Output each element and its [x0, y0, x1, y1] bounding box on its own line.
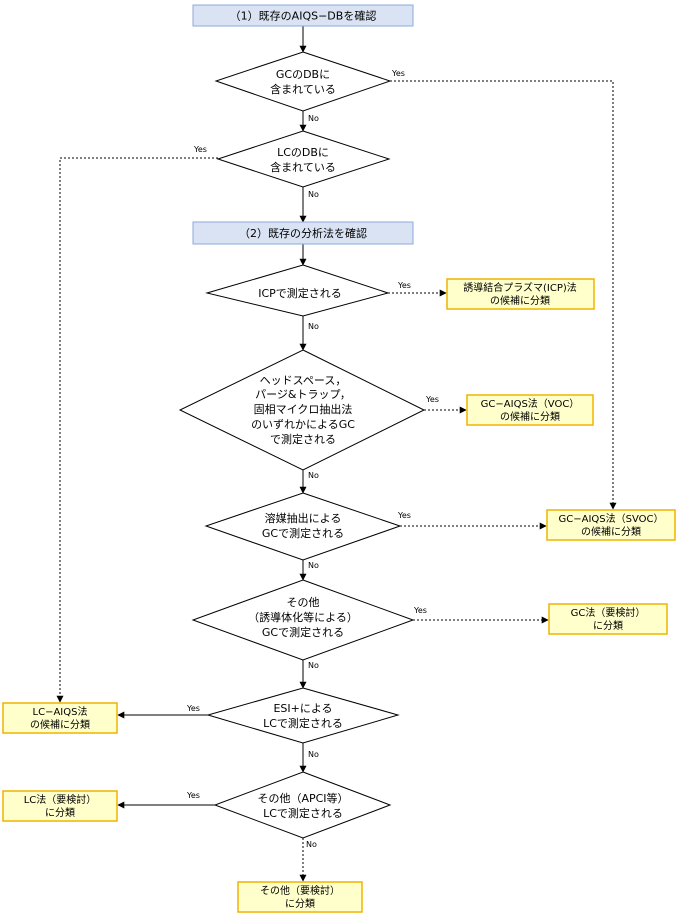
- decision-other-lc-shape: [213, 771, 392, 839]
- decision-icp-shape: [205, 264, 390, 317]
- outcome-gc-box: [548, 603, 668, 635]
- decision-esi-lc-line-2: LCで測定される: [263, 716, 343, 730]
- yes-label-d8: Yes: [186, 791, 200, 800]
- outcome-svoc-line-1: GC−AIQS法（SVOC）: [559, 512, 664, 525]
- outcome-voc-line-1: GC−AIQS法（VOC）: [481, 397, 580, 410]
- decision-lc-db-line-1: LCのDBに: [277, 146, 329, 159]
- outcome-svoc-line-2: の候補に分類: [581, 525, 641, 538]
- edge-d1-svoc: [390, 80, 617, 510]
- no-label-d1: No: [308, 114, 319, 123]
- yes-label-d2: Yes: [193, 145, 207, 154]
- outcome-other-line-1: その他（要検討）: [260, 884, 340, 897]
- no-label-d5: No: [308, 561, 319, 570]
- no-label-d7: No: [308, 750, 319, 759]
- decision-gc-db-shape: [214, 51, 392, 112]
- yes-label-d7: Yes: [186, 704, 200, 713]
- outcome-lc-aiqs: LC−AIQS法 の候補に分類: [2, 702, 118, 734]
- decision-other-lc: その他（APCI等） LCで測定される: [213, 771, 392, 839]
- decision-gc-db-line-1: GCのDBに: [276, 68, 330, 81]
- step-2-box: [192, 221, 414, 245]
- edge-d2-lcaiqs: [56, 157, 218, 703]
- decision-other-gc-shape: [191, 579, 415, 661]
- outcome-icp-line-2: の候補に分類: [490, 294, 550, 307]
- yes-label-d3: Yes: [397, 281, 411, 290]
- no-label-d4: No: [308, 471, 319, 480]
- no-label-d6: No: [308, 661, 319, 670]
- decision-headspace-line-2: パージ&トラップ，: [255, 388, 351, 401]
- decision-solvent-extraction: 溶媒抽出による GCで測定される: [204, 492, 402, 561]
- step-2: （2）既存の分析法を確認: [192, 221, 414, 245]
- decision-other-gc-line-3: GCで測定される: [262, 625, 344, 639]
- decision-other-gc: その他 （誘導体化等による） GCで測定される: [191, 579, 415, 661]
- outcome-icp-box: [446, 278, 595, 310]
- step-1: （1）既存のAIQS−DBを確認: [192, 4, 414, 27]
- decision-esi-lc-line-1: ESI+による: [273, 702, 332, 715]
- decision-esi-lc: ESI+による LCで測定される: [206, 687, 400, 744]
- decision-lc-db-shape: [216, 130, 391, 188]
- decision-esi-lc-shape: [206, 687, 400, 744]
- outcome-svoc: GC−AIQS法（SVOC） の候補に分類: [546, 509, 676, 541]
- outcome-lc: LC法（要検討） に分類: [2, 790, 118, 822]
- outcome-lc-aiqs-box: [2, 702, 118, 734]
- answer-labels: Yes No Yes No Yes No Yes No Yes No Yes N…: [186, 69, 439, 849]
- outcome-icp-line-1: 誘導結合プラズマ(ICP)法: [463, 281, 577, 294]
- outcome-voc-box: [466, 394, 594, 426]
- outcome-lc-line-2: に分類: [45, 807, 75, 819]
- no-label-d2: No: [308, 190, 319, 199]
- outcome-lc-aiqs-line-2: の候補に分類: [30, 718, 90, 731]
- decision-lc-db-line-2: 含まれている: [270, 160, 336, 174]
- decision-headspace-shape: [178, 349, 426, 471]
- decision-solvent-extraction-shape: [204, 492, 402, 561]
- outcome-voc-line-2: の候補に分類: [500, 410, 560, 423]
- no-label-d3: No: [308, 322, 319, 331]
- step-1-box: [192, 4, 414, 27]
- decision-icp: ICPで測定される: [205, 264, 390, 317]
- outcome-other-line-2: に分類: [285, 898, 315, 910]
- outcome-icp: 誘導結合プラズマ(ICP)法 の候補に分類: [446, 278, 595, 310]
- yes-label-d5: Yes: [397, 511, 411, 520]
- yes-label-d4: Yes: [425, 395, 439, 404]
- connectors-dashed: [56, 80, 617, 882]
- decision-other-lc-line-1: その他（APCI等）: [257, 791, 348, 805]
- outcome-gc-line-2: に分類: [593, 620, 623, 632]
- decision-gc-db: GCのDBに 含まれている: [214, 51, 392, 112]
- decision-headspace-line-1: ヘッドスペース，: [260, 374, 347, 387]
- step-1-label: （1）既存のAIQS−DBを確認: [230, 9, 377, 23]
- outcome-lc-aiqs-line-1: LC−AIQS法: [33, 705, 88, 718]
- decision-solvent-extraction-line-1: 溶媒抽出による: [265, 511, 342, 525]
- decision-icp-line-1: ICPで測定される: [258, 286, 342, 300]
- decision-headspace-line-4: のいずれかによるGC: [251, 418, 355, 431]
- decision-solvent-extraction-line-2: GCで測定される: [262, 526, 344, 540]
- outcome-lc-line-1: LC法（要検討）: [24, 793, 97, 806]
- outcome-other: その他（要検討） に分類: [237, 881, 363, 913]
- outcome-voc: GC−AIQS法（VOC） の候補に分類: [466, 394, 594, 426]
- connectors-solid: [117, 26, 307, 809]
- yes-label-d1: Yes: [391, 69, 405, 78]
- step-2-label: （2）既存の分析法を確認: [239, 226, 367, 240]
- decision-lc-db: LCのDBに 含まれている: [216, 130, 391, 188]
- outcome-svoc-box: [546, 509, 676, 541]
- decision-gc-db-line-2: 含まれている: [270, 82, 336, 96]
- outcome-gc-line-1: GC法（要検討）: [571, 606, 646, 619]
- no-label-d8: No: [306, 840, 317, 849]
- decision-headspace-line-5: で測定される: [270, 432, 336, 446]
- outcome-lc-box: [2, 790, 118, 822]
- decision-other-lc-line-2: LCで測定される: [263, 806, 343, 820]
- outcome-gc: GC法（要検討） に分類: [548, 603, 668, 635]
- decision-headspace: ヘッドスペース， パージ&トラップ， 固相マイクロ抽出法 のいずれかによるGC …: [178, 349, 426, 471]
- decision-other-gc-line-2: （誘導体化等による）: [248, 610, 358, 624]
- decision-other-gc-line-1: その他: [287, 596, 320, 609]
- decision-headspace-line-3: 固相マイクロ抽出法: [254, 402, 353, 416]
- outcome-other-box: [237, 881, 363, 913]
- yes-label-d6: Yes: [413, 606, 427, 615]
